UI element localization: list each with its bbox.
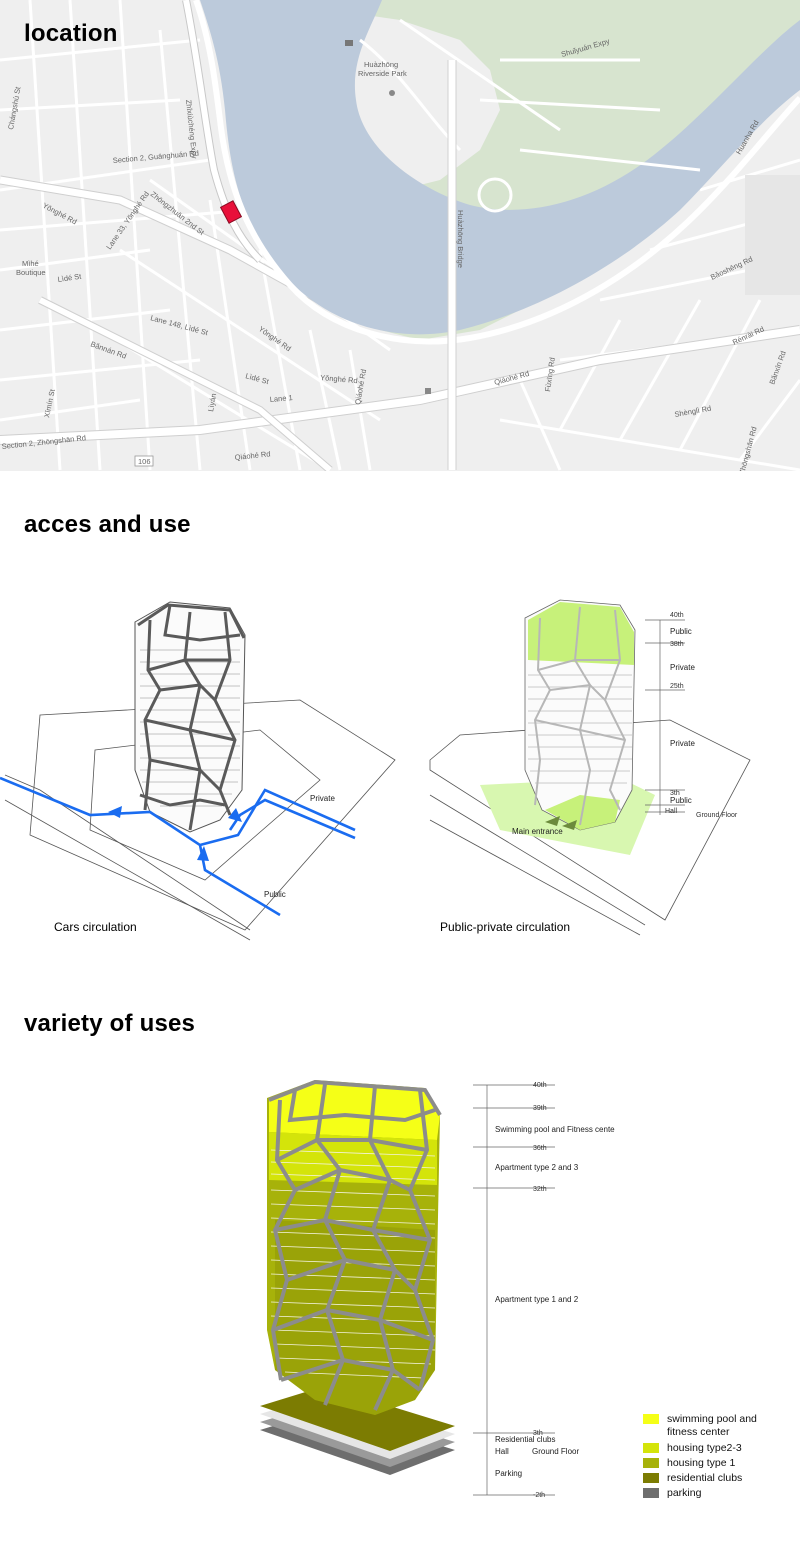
car-circulation-path: [0, 776, 356, 917]
uses-label-clubs: Residential clubs: [495, 1435, 555, 1444]
site-marker[interactable]: [219, 200, 243, 224]
level-label-hall: Hall: [665, 808, 678, 815]
level-label-private-1: Private: [670, 663, 695, 672]
uses-mark-39: 39th: [533, 1105, 547, 1112]
label-public: Public: [264, 890, 286, 899]
level-scale: [645, 619, 685, 815]
uses-label-ground: Ground Floor: [532, 1447, 579, 1456]
caption-cars-circulation: Cars circulation: [54, 920, 137, 934]
caption-public-private: Public-private circulation: [440, 920, 571, 934]
legend-label-clubs: residential clubs: [667, 1472, 743, 1484]
uses-label-parking: Parking: [495, 1469, 522, 1478]
map-label-qiaohe: Qiáohé Rd: [234, 449, 271, 462]
legend-swatch-housing23: [643, 1443, 659, 1453]
map-label-liyan: Lìyán: [206, 393, 218, 413]
floor-lines: [270, 1149, 436, 1379]
entrance-arrows: [545, 816, 577, 830]
map-canvas: Huàzhōng Riverside Park Section 2, Guāng…: [0, 0, 800, 471]
river: [200, 0, 800, 335]
label-main-entrance: Main entrance: [512, 827, 563, 836]
level-label-public-top: Public: [670, 627, 692, 636]
legend-swatch-clubs: [643, 1473, 659, 1483]
section-title-uses: variety of uses: [24, 1010, 196, 1037]
map-label-yonghe3: Yǒnghé Rd: [320, 373, 358, 385]
legend-label-housing23: housing type2-3: [667, 1442, 742, 1454]
uses-mark-32: 32th: [533, 1186, 547, 1193]
uses-label-pool: Swimming pool and Fitness center: [495, 1125, 615, 1134]
map-label-bridge: Huàzhōng Bridge: [456, 210, 465, 268]
tower-wireframe-2: [524, 599, 636, 831]
uses-mark-36: 36th: [533, 1145, 547, 1152]
legend-swatch-pool: [643, 1414, 659, 1424]
uses-mark-40: 40th: [533, 1082, 547, 1089]
legend-label-housing1: housing type 1: [667, 1457, 736, 1469]
legend-item-housing23: housing type2-3: [643, 1442, 742, 1454]
car-direction-arrows: [108, 806, 242, 861]
level-label-private-2: Private: [670, 739, 695, 748]
legend-swatch-housing1: [643, 1458, 659, 1468]
legend-label-parking: parking: [667, 1487, 702, 1499]
level-mark-25: 25th: [670, 683, 684, 690]
uses-mark-minus2: -2th: [533, 1492, 545, 1499]
uses-label-hall: Hall: [495, 1447, 509, 1456]
legend-swatch-parking: [643, 1488, 659, 1498]
uses-level-scale: [473, 1084, 555, 1496]
parking-slabs: [260, 1386, 455, 1475]
map-label-riverside: Huàzhōng: [364, 60, 398, 69]
structural-lattice: [268, 1079, 442, 1411]
site-plates: [429, 719, 751, 936]
level-mark-3: 3th: [670, 790, 680, 797]
legend-item-clubs: residential clubs: [643, 1472, 742, 1484]
uses-label-apt12: Apartment type 1 and 2: [495, 1295, 579, 1304]
map-label-lane1: Lane 1: [269, 393, 293, 404]
map-label-lide: Lìdé St: [57, 272, 83, 284]
legend-item-parking: parking: [643, 1487, 701, 1499]
uses-tower-diagram: 40th 39th Swimming pool and Fitness cent…: [260, 1079, 615, 1499]
section-title-location: location: [24, 20, 118, 47]
level-mark-40: 40th: [670, 612, 684, 619]
site-plates: [4, 699, 396, 941]
label-private: Private: [310, 794, 335, 803]
public-private-diagram: Main entrance 40th Public 38th Private 2…: [429, 599, 751, 936]
map-label-riverside-2: Riverside Park: [358, 69, 407, 78]
uses-label-apt23: Apartment type 2 and 3: [495, 1163, 579, 1172]
map-label-mihe: Mìhé: [22, 259, 39, 268]
level-label-public-bottom: Public: [670, 796, 692, 805]
uses-mark-3: 3th: [533, 1430, 543, 1437]
tower-wireframe: [134, 601, 246, 833]
map-label-boutique: Boutique: [16, 268, 46, 277]
legend-item-housing1: housing type 1: [643, 1457, 735, 1469]
cars-circulation-diagram: Private Public: [0, 601, 396, 941]
section-title-access: acces and use: [24, 511, 191, 538]
park-paths: [359, 18, 701, 213]
level-mark-38: 38th: [670, 641, 684, 648]
location-map[interactable]: Huàzhōng Riverside Park Section 2, Guāng…: [0, 0, 800, 471]
map-route-shield: 106: [138, 457, 151, 466]
level-label-ground: Ground Floor: [696, 812, 738, 819]
